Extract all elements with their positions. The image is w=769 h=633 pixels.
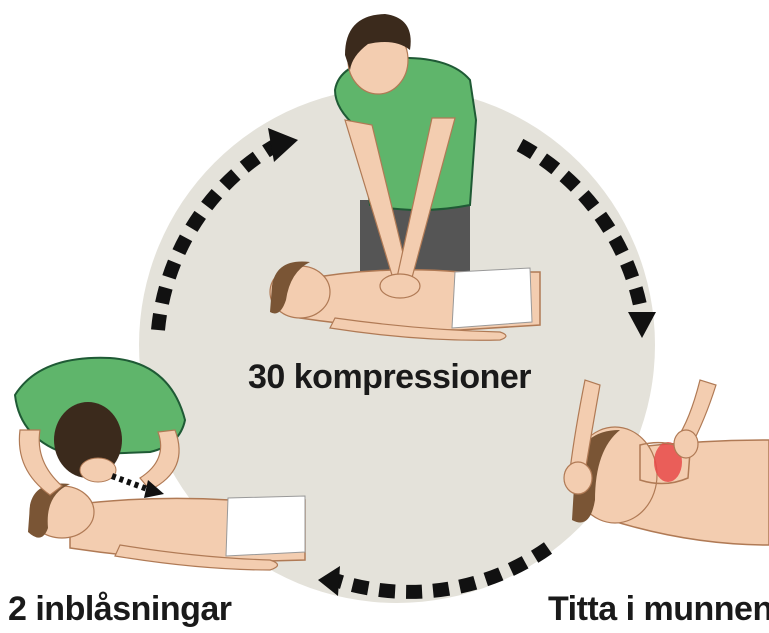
breaths-label: 2 inblåsningar xyxy=(8,590,232,629)
check-mouth-label: Titta i munnen xyxy=(548,590,769,629)
check-mouth-illustration xyxy=(564,380,769,545)
compressions-label: 30 kompressioner xyxy=(248,358,531,397)
